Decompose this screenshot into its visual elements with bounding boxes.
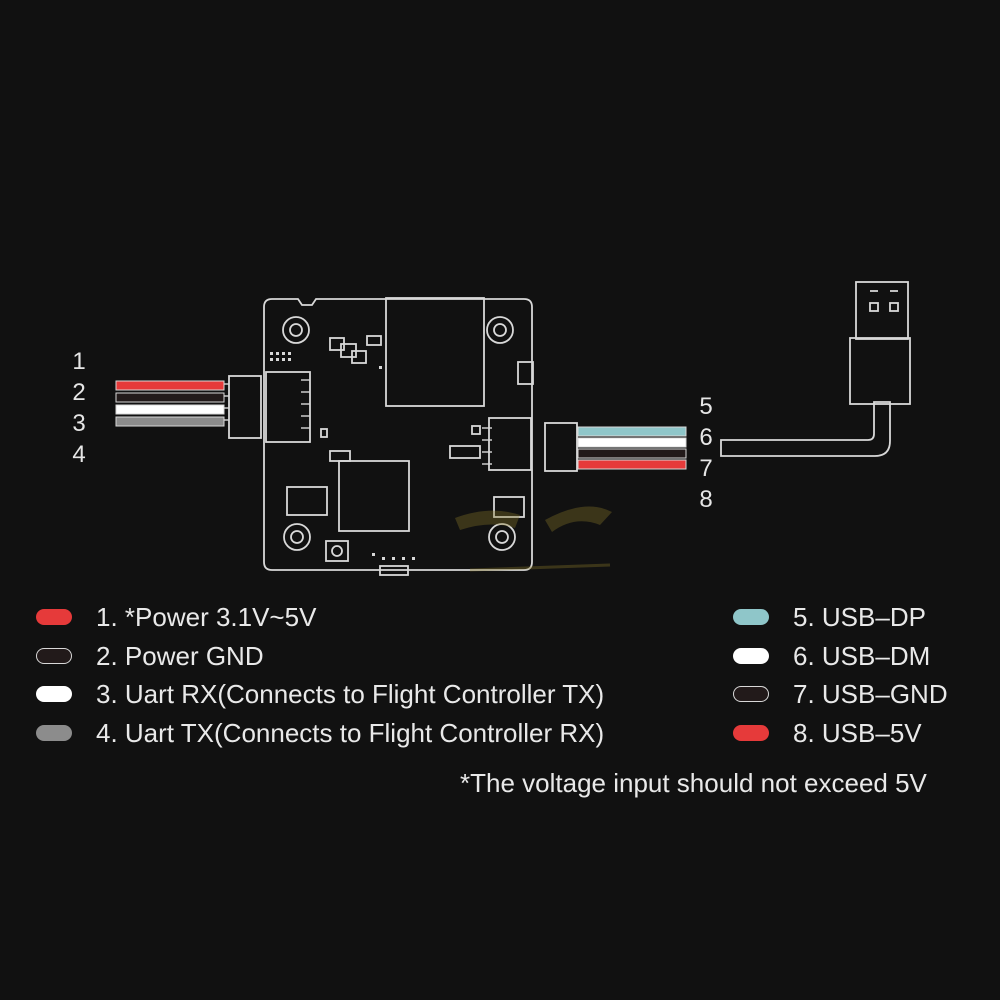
- left-pin-number: 4: [72, 441, 86, 468]
- left-pin-number: 1: [72, 348, 86, 375]
- right-pin-number: 6: [699, 424, 713, 451]
- component: [449, 445, 481, 459]
- usb-contact: [869, 302, 879, 312]
- mounting-hole: [283, 523, 311, 551]
- legend-label: 7. USB–GND: [793, 679, 948, 709]
- legend-label: 6. USB–DM: [793, 641, 931, 671]
- component: [286, 486, 328, 516]
- swatch-red: [36, 609, 72, 625]
- legend-label: 8. USB–5V: [793, 718, 922, 748]
- legend-item-usb-gnd: 7. USB–GND: [733, 679, 948, 709]
- component: [517, 361, 534, 385]
- legend-item-uart-rx: 3. Uart RX(Connects to Flight Controller…: [36, 679, 604, 709]
- component: [493, 496, 525, 518]
- left-pin-number: 3: [72, 410, 86, 437]
- legend-item-power-gnd: 2. Power GND: [36, 641, 264, 671]
- mounting-hole: [488, 523, 516, 551]
- watermark-logo: [455, 506, 612, 572]
- processor-chip: [338, 460, 410, 532]
- wire-white: [577, 437, 687, 448]
- connector-pins: [222, 379, 584, 465]
- wire-gray: [115, 416, 225, 427]
- swatch-cyan: [733, 609, 769, 625]
- swatch-white: [36, 686, 72, 702]
- swatch-black: [733, 686, 769, 702]
- wire-black: [115, 392, 225, 403]
- swatch-black: [36, 648, 72, 664]
- swatch-white: [733, 648, 769, 664]
- usb-cable: [720, 401, 891, 457]
- bottom-slot: [379, 565, 409, 576]
- pcb-board-outline: [263, 298, 533, 571]
- left-board-connector: [265, 371, 311, 443]
- component: [329, 450, 351, 462]
- left-wires: [115, 380, 225, 427]
- mounting-hole: [282, 316, 310, 344]
- wire-black: [577, 448, 687, 459]
- wire-red: [115, 380, 225, 391]
- legend-label: 1. *Power 3.1V~5V: [96, 602, 317, 632]
- legend-item-usb-dp: 5. USB–DP: [733, 602, 926, 632]
- component: [366, 335, 382, 346]
- component: [351, 350, 367, 364]
- legend-item-power: 1. *Power 3.1V~5V: [36, 602, 316, 632]
- left-pin-number: 2: [72, 379, 86, 406]
- usb-plug-body: [849, 337, 911, 405]
- main-chip: [385, 297, 485, 407]
- usb-contact: [889, 302, 899, 312]
- right-pin-number: 7: [699, 455, 713, 482]
- legend-label: 5. USB–DP: [793, 602, 926, 632]
- voltage-footnote: *The voltage input should not exceed 5V: [460, 768, 927, 798]
- left-plug-housing: [228, 375, 262, 439]
- mounting-hole: [486, 316, 514, 344]
- component: [471, 425, 481, 435]
- right-wires: [577, 426, 687, 470]
- right-plug-housing: [544, 422, 578, 472]
- right-pin-number: 5: [699, 393, 713, 420]
- tiny-components: [270, 352, 415, 560]
- usb-plug-metal: [855, 281, 909, 340]
- right-pin-number: 8: [699, 486, 713, 513]
- legend-label: 4. Uart TX(Connects to Flight Controller…: [96, 718, 605, 748]
- wire-cyan: [577, 426, 687, 437]
- legend-item-usb-5v: 8. USB–5V: [733, 718, 922, 748]
- swatch-red: [733, 725, 769, 741]
- legend-label: 3. Uart RX(Connects to Flight Controller…: [96, 679, 605, 709]
- right-board-connector: [488, 417, 532, 471]
- legend-item-uart-tx: 4. Uart TX(Connects to Flight Controller…: [36, 718, 604, 748]
- component: [320, 428, 328, 438]
- legend-item-usb-dm: 6. USB–DM: [733, 641, 930, 671]
- swatch-gray: [36, 725, 72, 741]
- component: [329, 337, 345, 351]
- wire-red: [577, 459, 687, 470]
- wire-white: [115, 404, 225, 415]
- legend-label: 2. Power GND: [96, 641, 264, 671]
- push-button: [325, 540, 349, 562]
